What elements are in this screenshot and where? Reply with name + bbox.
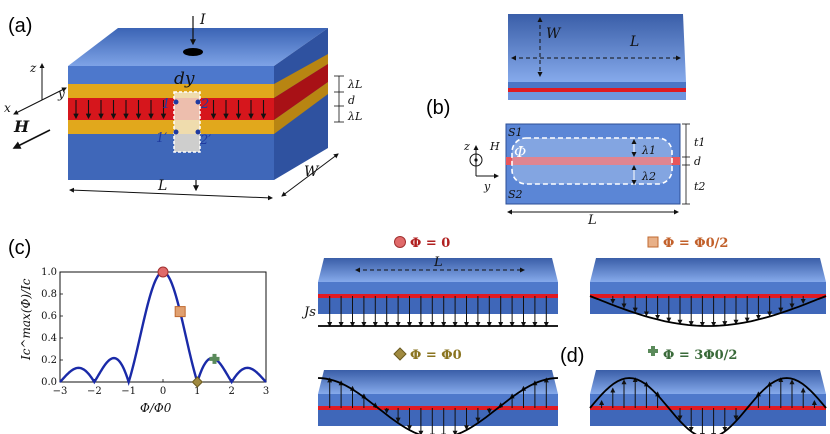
marker-cross bbox=[209, 353, 220, 364]
panel-a: (a) 1 2 1′ 2′ dy I bbox=[4, 12, 362, 201]
chart-ylabel: Ic^max(Φ)/Ic bbox=[19, 278, 33, 361]
slab-3 bbox=[589, 370, 827, 434]
label-current: I bbox=[199, 12, 206, 28]
label-d-a: d bbox=[348, 94, 355, 107]
axis-y-b: y bbox=[483, 180, 491, 193]
thickness-marks-b bbox=[682, 123, 690, 205]
y-tick-label: 0.0 bbox=[41, 377, 57, 388]
axis-z-b: z bbox=[463, 140, 470, 153]
point-1p: 1′ bbox=[156, 131, 167, 146]
y-tick-label: 0.4 bbox=[41, 333, 57, 344]
y-tick-label: 1.0 bbox=[41, 267, 57, 278]
title-phi-0: Φ = 0 bbox=[410, 236, 450, 251]
layer-bottom-blue bbox=[68, 134, 274, 180]
thickness-marks-a bbox=[334, 75, 344, 123]
chart-ticks: −3 −2 −1 0 1 2 3 0.0 0.2 0.4 0.6 0.8 1.0 bbox=[41, 267, 269, 397]
label-s1: S1 bbox=[508, 126, 523, 139]
label-length-d: L bbox=[433, 255, 443, 270]
profile-curve bbox=[589, 295, 827, 327]
label-flux: Φ bbox=[514, 143, 526, 161]
axis-y-a: y bbox=[57, 87, 65, 101]
layer-top-blue bbox=[68, 66, 274, 84]
marker-diamond bbox=[191, 376, 204, 388]
panel-b: (b) W L Φ S1 S2 λ1 λ2 t1 d t2 L bbox=[426, 14, 705, 228]
panel-d: (d) Φ = 0 Φ = Φ0/2 Φ = Φ0 Φ = 3Φ0/2 L Js bbox=[301, 236, 827, 434]
layer-gold-top bbox=[68, 84, 274, 98]
label-length-b: L bbox=[629, 34, 639, 50]
slab-0 bbox=[318, 258, 558, 327]
label-t2: t2 bbox=[694, 180, 705, 193]
panel-label-b: (b) bbox=[426, 97, 450, 119]
x-tick-label: −2 bbox=[87, 386, 102, 397]
label-dy: dy bbox=[174, 69, 195, 89]
point-2p: 2′ bbox=[199, 133, 211, 148]
chart-xlabel: Φ/Φ0 bbox=[140, 401, 172, 415]
profile-curve bbox=[589, 377, 827, 434]
label-s2: S2 bbox=[508, 188, 523, 201]
label-lambda1: λ1 bbox=[641, 144, 656, 157]
current-contact bbox=[183, 48, 203, 56]
slab-top-view bbox=[508, 14, 686, 82]
cross-section-barrier bbox=[506, 157, 680, 165]
panel-label-c: (c) bbox=[8, 237, 31, 259]
label-t1: t1 bbox=[694, 136, 705, 149]
label-lambda-bottom: λL bbox=[347, 110, 362, 123]
label-width-b: W bbox=[546, 26, 562, 42]
layer-gold-bottom bbox=[68, 120, 274, 134]
x-tick-label: −1 bbox=[121, 386, 136, 397]
x-tick-label: −3 bbox=[53, 386, 68, 397]
marker-circle bbox=[157, 266, 169, 278]
point-1: 1 bbox=[162, 97, 170, 112]
label-js: Js bbox=[301, 305, 316, 320]
label-field-b: H bbox=[489, 140, 500, 153]
label-length-b2: L bbox=[587, 213, 597, 228]
label-lambda-top: λL bbox=[347, 78, 362, 91]
title-phi-3half: Φ = 3Φ0/2 bbox=[663, 348, 737, 363]
axis-z-a: z bbox=[29, 61, 37, 75]
label-lambda2: λ2 bbox=[641, 170, 656, 183]
layer-barrier bbox=[68, 98, 274, 120]
panel-c: (c) −3 −2 −1 0 1 2 3 0.0 0.2 0.4 0.6 0.8 1.0 Φ/Φ0 Ic… bbox=[8, 237, 269, 415]
axes-a bbox=[13, 63, 67, 115]
panel-label-d: (d) bbox=[560, 345, 584, 367]
x-tick-label: 3 bbox=[263, 386, 269, 397]
label-width-a: W bbox=[304, 164, 320, 180]
current-arrows-a bbox=[73, 100, 267, 120]
title-phi-1: Φ = Φ0 bbox=[410, 348, 462, 363]
chart-frame bbox=[59, 271, 267, 383]
title-marker-square bbox=[647, 236, 659, 248]
title-marker-cross bbox=[648, 346, 658, 356]
x-tick-label: 1 bbox=[194, 386, 200, 397]
slab-2 bbox=[317, 370, 559, 434]
label-length-a: L bbox=[157, 178, 167, 194]
x-tick-label: 2 bbox=[228, 386, 234, 397]
label-d-b: d bbox=[694, 155, 701, 168]
current-profiles bbox=[317, 258, 827, 434]
axis-x-a: x bbox=[4, 101, 11, 115]
y-tick-label: 0.6 bbox=[41, 311, 57, 322]
x-tick-label: 0 bbox=[160, 386, 166, 397]
title-marker-circle bbox=[394, 236, 406, 248]
y-tick-label: 0.8 bbox=[41, 289, 57, 300]
block-top-face bbox=[68, 28, 328, 66]
profile-curve bbox=[317, 377, 559, 434]
label-field-a: H bbox=[13, 117, 30, 136]
y-tick-label: 0.2 bbox=[41, 355, 57, 366]
title-marker-diamond bbox=[393, 347, 407, 361]
title-phi-half: Φ = Φ0/2 bbox=[663, 236, 728, 251]
chart-markers bbox=[157, 266, 220, 388]
loop-points bbox=[173, 99, 201, 135]
slab-1 bbox=[589, 258, 827, 327]
point-2: 2 bbox=[200, 97, 209, 112]
marker-square bbox=[174, 306, 186, 318]
panel-label-a: (a) bbox=[8, 15, 32, 37]
